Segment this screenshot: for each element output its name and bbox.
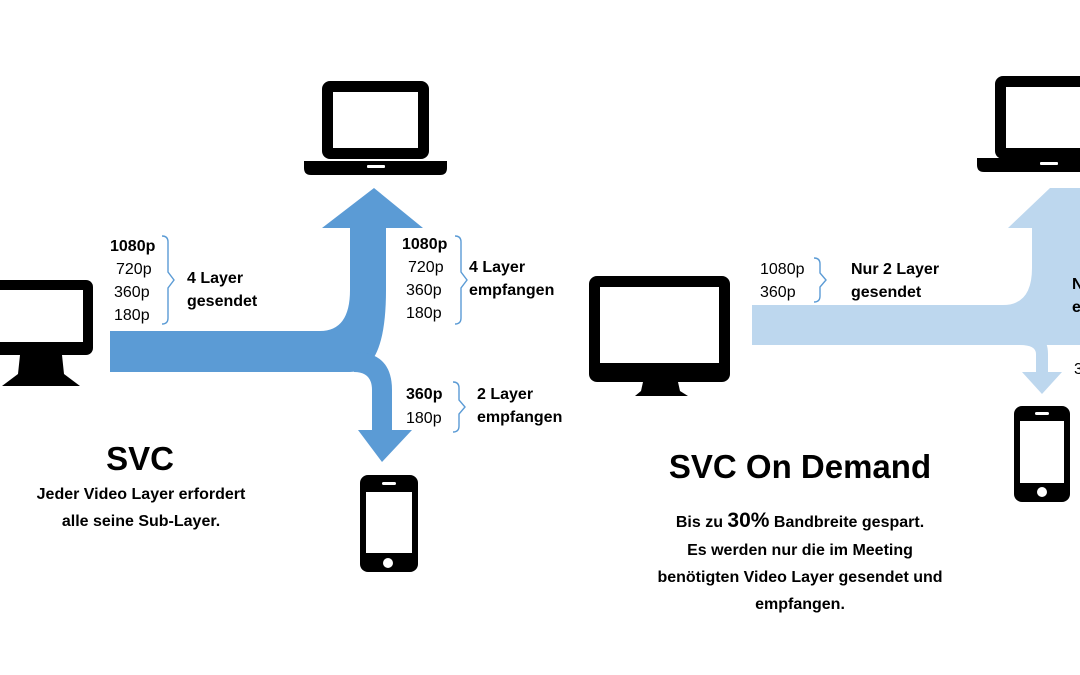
smartphone-icon [1014, 406, 1070, 502]
svc-sent-bracket [161, 235, 175, 325]
svc-sent-layer-180p: 180p [114, 307, 150, 324]
laptop-icon [304, 81, 447, 175]
ondemand-flow-to-phone [1020, 330, 1062, 394]
ondemand-sent-bracket [813, 257, 827, 303]
svc-sent-layer-1080p: 1080p [110, 238, 156, 255]
svc-laptop-layer-360p: 360p [406, 282, 442, 299]
svc-phone-label-count: 2 Layer [477, 386, 534, 403]
svc-flow-to-laptop [110, 188, 423, 372]
ondemand-caption-line-1: Bis zu 30% Bandbreite gespart. [620, 509, 980, 534]
smartphone-icon [360, 475, 418, 572]
laptop-icon [977, 76, 1080, 172]
desktop-monitor-icon [0, 280, 93, 386]
ondemand-caption-prefix: Bis zu [675, 514, 728, 531]
svc-laptop-layer-180p: 180p [406, 305, 442, 322]
ondemand-flow-to-laptop [752, 188, 1080, 345]
svc-sent-layer-720p: 720p [116, 261, 152, 278]
svc-phone-label-action: empfangen [477, 409, 563, 426]
ondemand-laptop-label-clipped-1: N [1072, 276, 1080, 293]
ondemand-phone-layer-clipped: 3 [1074, 361, 1080, 378]
svc-phone-layer-360p: 360p [406, 386, 443, 403]
desktop-monitor-icon [589, 276, 730, 396]
svc-title: SVC [106, 440, 174, 477]
svc-phone-bracket [452, 381, 466, 433]
svc-caption-line-1: Jeder Video Layer erfordert [36, 486, 246, 503]
ondemand-caption-line-3: benötigten Video Layer gesendet und [657, 569, 943, 586]
svc-caption-line-2: alle seine Sub-Layer. [61, 513, 221, 530]
svc-laptop-layer-1080p: 1080p [402, 236, 448, 253]
svc-sent-label-action: gesendet [187, 293, 258, 310]
ondemand-laptop-label-clipped-2: e [1072, 299, 1080, 316]
ondemand-caption-line-2: Es werden nur die im Meeting [687, 542, 913, 559]
svc-laptop-label-count: 4 Layer [469, 259, 526, 276]
ondemand-caption-suffix: Bandbreite gespart. [769, 514, 925, 531]
ondemand-sent-label-count: Nur 2 Layer [851, 261, 940, 278]
svc-phone-layer-180p: 180p [406, 410, 442, 427]
ondemand-caption-line-4: empfangen. [755, 596, 845, 613]
svc-laptop-bracket [454, 235, 468, 325]
ondemand-sent-layer-360p: 360p [760, 284, 796, 301]
ondemand-caption-highlight: 30% [727, 509, 770, 532]
ondemand-sent-label-action: gesendet [851, 284, 922, 301]
svc-laptop-label-action: empfangen [469, 282, 555, 299]
svc-laptop-layer-720p: 720p [408, 259, 444, 276]
svc-sent-layer-360p: 360p [114, 284, 150, 301]
ondemand-sent-layer-1080p: 1080p [760, 261, 805, 278]
svc-flow-to-phone [354, 352, 412, 462]
svc-sent-label-count: 4 Layer [187, 270, 244, 287]
ondemand-title: SVC On Demand [668, 448, 932, 485]
